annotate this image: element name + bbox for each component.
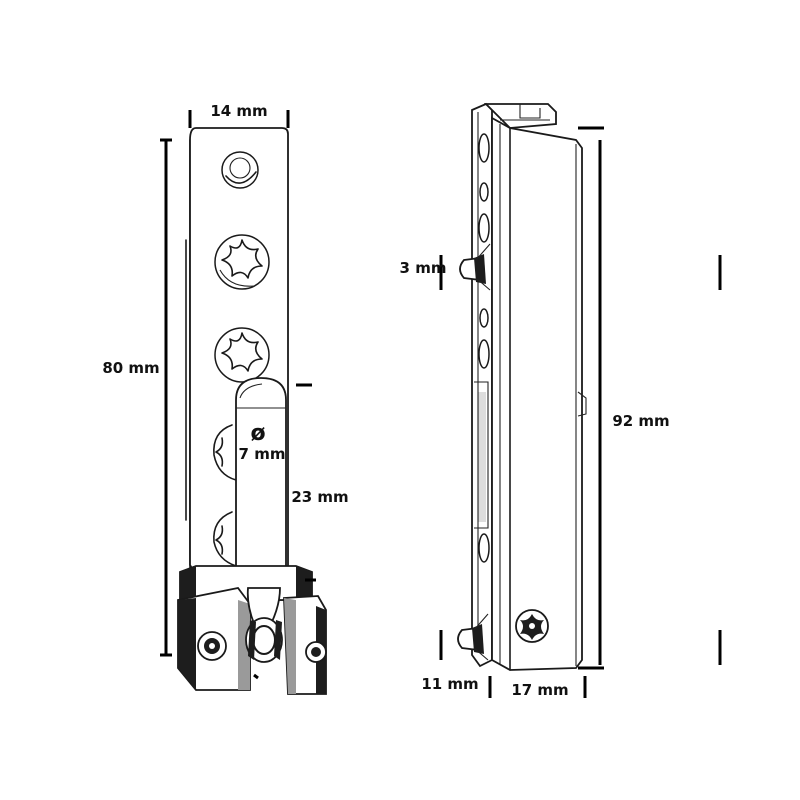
torx-hole-3-partial — [213, 424, 237, 481]
upper-pin — [459, 243, 491, 291]
right-hinge-view: 3 mm 92 mm 11 mm 17 mm — [400, 102, 722, 699]
side-body — [491, 116, 583, 671]
left-width-label: 14 mm — [210, 102, 267, 120]
height-dim-line — [160, 138, 172, 657]
width-dim-line — [188, 110, 290, 128]
pin-label: 3 mm — [400, 259, 447, 277]
hinge-pin — [235, 377, 287, 601]
pin-length-dim-line — [296, 383, 316, 582]
diameter-symbol: ø — [250, 421, 265, 446]
pin-diameter-label: 7 mm — [239, 445, 286, 463]
side-body-screw — [515, 609, 549, 643]
torx-hole-2 — [214, 327, 270, 383]
left-height-label: 80 mm — [102, 359, 159, 377]
torx-hole-4-partial — [213, 511, 237, 567]
pin-dim-line — [439, 255, 722, 290]
bottom-dim-line — [488, 676, 587, 698]
bottom-right-label: 17 mm — [511, 681, 568, 699]
bottom-left-label: 11 mm — [421, 675, 478, 693]
rail-holes — [474, 133, 490, 563]
right-height-dim-line — [578, 126, 604, 670]
right-height-label: 92 mm — [612, 412, 669, 430]
lower-pin — [457, 613, 489, 661]
top-round-hole — [221, 151, 259, 189]
pin-length-label: 23 mm — [291, 488, 348, 506]
torx-hole-1 — [214, 234, 270, 290]
left-hinge-view: 14 mm 80 mm ø 7 mm 23 mm — [102, 102, 349, 695]
hinge-knuckle — [177, 565, 327, 695]
